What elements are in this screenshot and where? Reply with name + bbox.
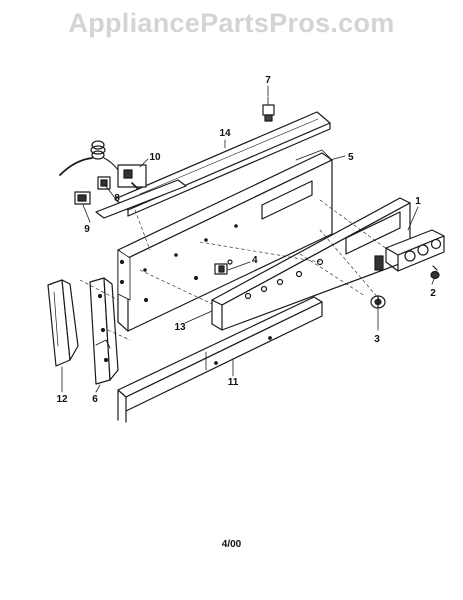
- part-side-bracket[interactable]: [89, 277, 119, 385]
- callout-4[interactable]: 4: [252, 255, 258, 266]
- part-switch-assembly[interactable]: [97, 164, 147, 190]
- callout-8[interactable]: 8: [114, 193, 120, 204]
- callout-11[interactable]: 11: [228, 377, 239, 388]
- callout-9[interactable]: 9: [84, 224, 90, 235]
- callout-labels: 1 2 3 4 5 6 7 8 9 10 11 12 13 14: [56, 75, 436, 405]
- part-left-end-cap[interactable]: [47, 279, 79, 367]
- part-panel-switch[interactable]: [214, 263, 228, 275]
- part-lower-trim-panel[interactable]: [117, 296, 323, 423]
- part-spring-coil[interactable]: [59, 140, 119, 176]
- part-clip[interactable]: [262, 96, 275, 122]
- callout-5[interactable]: 5: [348, 152, 354, 163]
- callout-10[interactable]: 10: [149, 152, 161, 163]
- revision-date: 4/00: [221, 539, 242, 550]
- leader-lines: [61, 85, 435, 393]
- callout-3[interactable]: 3: [374, 334, 380, 345]
- part-control-knob[interactable]: [370, 295, 386, 309]
- part-knob-screw[interactable]: [430, 265, 440, 280]
- part-front-control-panel[interactable]: [211, 197, 411, 331]
- callout-12[interactable]: 12: [56, 394, 68, 405]
- part-overlay-strip[interactable]: [295, 149, 331, 161]
- callout-13[interactable]: 13: [174, 322, 186, 333]
- part-relay[interactable]: [74, 191, 91, 205]
- callout-7[interactable]: 7: [265, 75, 271, 86]
- callout-6[interactable]: 6: [92, 394, 98, 405]
- callout-2[interactable]: 2: [430, 288, 436, 299]
- part-switch-bracket[interactable]: [95, 179, 187, 219]
- part-timer-module[interactable]: [374, 229, 445, 272]
- callout-14[interactable]: 14: [219, 128, 231, 139]
- callout-1[interactable]: 1: [415, 196, 421, 207]
- site-watermark: AppliancePartsPros.com: [68, 8, 395, 38]
